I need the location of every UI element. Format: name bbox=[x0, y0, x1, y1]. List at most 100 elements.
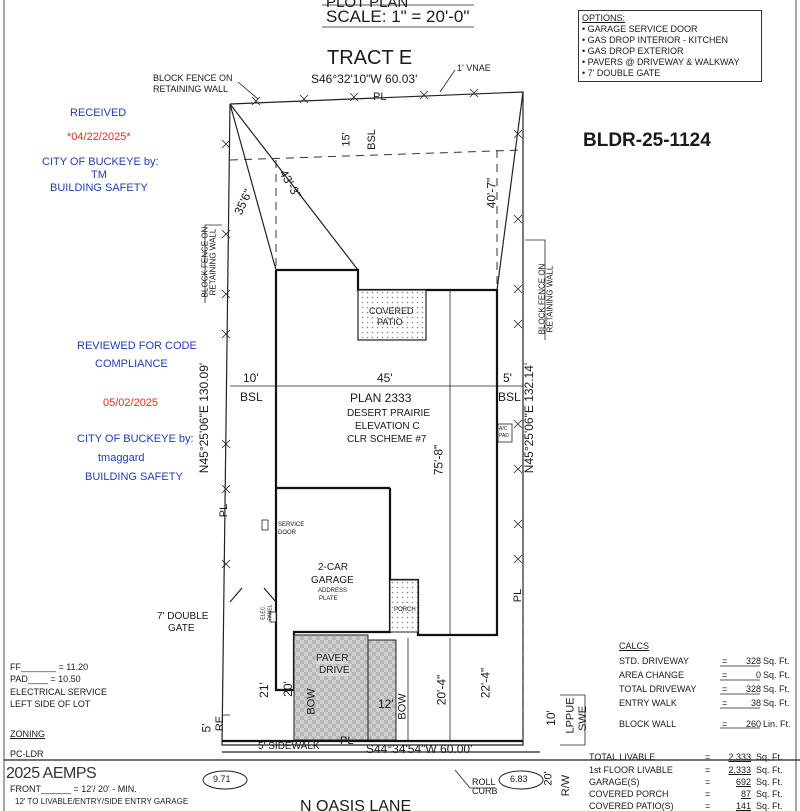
reviewed-stamp-reviewer: tmaggard bbox=[98, 452, 145, 464]
elevation-label: ELEVATION C bbox=[355, 421, 420, 432]
garage-label-2: GARAGE bbox=[311, 575, 354, 586]
ff-note: FF_______ = 11.20 bbox=[10, 662, 89, 672]
front-setback-detail: 12' TO LIVABLE/ENTRY/SIDE ENTRY GARAGE bbox=[15, 797, 189, 806]
elec-panel-label-2: PANEL bbox=[267, 604, 274, 621]
left-bearing: N45°25'06"E 130.09' bbox=[197, 362, 212, 474]
rw-label: R/W bbox=[560, 774, 573, 797]
options-box: OPTIONS: • GARAGE SERVICE DOOR • GAS DRO… bbox=[578, 10, 762, 82]
scheme-label: CLR SCHEME #7 bbox=[347, 434, 427, 445]
area-value: 2,333 bbox=[728, 765, 751, 775]
calc-row: AREA CHANGE bbox=[619, 670, 684, 680]
entry-walk bbox=[367, 639, 397, 741]
paver-drive-label-2: DRIVE bbox=[319, 665, 350, 676]
bsl-right-label: BSL bbox=[498, 390, 521, 404]
house-depth-dim: 75'-8" bbox=[431, 444, 446, 476]
area-unit: Sq. Ft. bbox=[756, 765, 783, 775]
rear-bsl-label: BSL bbox=[365, 129, 378, 150]
porch bbox=[389, 579, 419, 633]
porch-label: PORCH bbox=[394, 607, 416, 613]
covered-patio-label-1: COVERED bbox=[369, 306, 414, 316]
elec-panel-label-1: ELEC. bbox=[260, 605, 267, 620]
calc-label: AREA CHANGE bbox=[619, 670, 685, 680]
calc-row: TOTAL DRIVEWAY bbox=[619, 684, 696, 694]
address-plate-label-1: ADDRESS bbox=[318, 588, 348, 594]
dim-21: 21' bbox=[256, 682, 271, 698]
dim-40-7: 40'-7" bbox=[484, 177, 499, 209]
stamp-year-overlay: 2025 AEMPS bbox=[6, 765, 97, 782]
zoning-heading: ZONING bbox=[10, 729, 45, 739]
paver-drive-label-1: PAVER bbox=[316, 653, 349, 664]
area-unit: Sq. Ft. bbox=[756, 789, 783, 799]
pl-marker-top: PL bbox=[373, 91, 387, 103]
block-fence-left-2: RETAINING WALL bbox=[208, 228, 218, 296]
calc-label: TOTAL DRIVEWAY bbox=[619, 684, 697, 694]
dim-20: 20' bbox=[280, 681, 295, 697]
covered-patio-label-2: PATIO bbox=[377, 317, 403, 327]
received-stamp-date: *04/22/2025* bbox=[67, 131, 131, 143]
calc-value: 328 bbox=[745, 656, 761, 666]
calc-label: ENTRY WALK bbox=[619, 698, 677, 708]
service-door-label-2: DOOR bbox=[278, 530, 296, 536]
electrical-note: ELECTRICAL SERVICE bbox=[10, 687, 108, 697]
ac-pad-label-2: PAD bbox=[499, 433, 509, 439]
calc-row: STD. DRIVEWAY bbox=[619, 656, 689, 666]
covered-patio bbox=[357, 289, 427, 341]
roll-curb-label: ROLL CURB bbox=[472, 777, 498, 796]
calc-eq: = bbox=[705, 777, 711, 787]
calc-label: STD. DRIVEWAY bbox=[619, 656, 690, 666]
calc-unit: Sq. Ft. bbox=[763, 656, 790, 666]
dim-12: 12' bbox=[378, 697, 394, 711]
right-bearing: N45°25'06"E 132.14' bbox=[522, 362, 537, 474]
dim-20-4: 20'-4" bbox=[434, 674, 449, 706]
calc-value: 38 bbox=[750, 698, 761, 708]
double-gate-symbol bbox=[229, 587, 277, 603]
calc-eq: = bbox=[722, 719, 728, 729]
station-right: 6.83 bbox=[510, 774, 528, 784]
bsl-left-label: BSL bbox=[240, 390, 263, 404]
block-fence-top-1: BLOCK FENCE ON bbox=[153, 73, 233, 83]
double-gate-label-2: GATE bbox=[168, 623, 195, 634]
block-fence-top-2: RETAINING WALL bbox=[153, 84, 229, 94]
received-stamp-initials: TM bbox=[91, 169, 107, 181]
calc-row: ENTRY WALK bbox=[619, 698, 677, 708]
front-bearing: S44°34'54"W 60.00' bbox=[366, 742, 473, 756]
area-value: 141 bbox=[735, 801, 751, 811]
area-label: COVERED PATIO(S) bbox=[589, 801, 674, 811]
swe-label: SWE bbox=[577, 705, 590, 732]
calc-eq: = bbox=[705, 752, 711, 762]
calc-value: 328 bbox=[745, 684, 761, 694]
double-gate-label-1: 7' DOUBLE bbox=[157, 611, 209, 622]
block-fence-right-2: RETAINING WALL bbox=[545, 265, 555, 333]
calc-eq: = bbox=[705, 765, 711, 775]
rear-bearing: S46°32'10"W 60.03' bbox=[311, 72, 418, 86]
station-right-oval bbox=[498, 770, 544, 790]
area-label: 1st FLOOR LIVABLE bbox=[589, 765, 673, 775]
calc-eq: = bbox=[722, 656, 728, 666]
option-item: • GARAGE SERVICE DOOR bbox=[582, 24, 698, 34]
house-width-dim: 45' bbox=[377, 371, 393, 385]
side-right-dim: 5' bbox=[503, 371, 512, 385]
calc-eq: = bbox=[722, 684, 728, 694]
received-stamp-dept: BUILDING SAFETY bbox=[50, 182, 148, 194]
street-name: N OASIS LANE bbox=[300, 799, 412, 811]
permit-number: BLDR-25-1124 bbox=[583, 130, 711, 151]
zoning-value: PC-LDR bbox=[10, 749, 44, 759]
bow-right: BOW bbox=[396, 693, 409, 720]
reviewed-stamp-city: CITY OF BUCKEYE by: bbox=[77, 433, 194, 445]
block-wall-value: 260 bbox=[745, 719, 761, 729]
block-wall-unit: Lin. Ft. bbox=[763, 719, 791, 729]
dim-10: 10' bbox=[543, 710, 558, 726]
pl-marker-front: PL bbox=[340, 735, 354, 747]
area-label: COVERED PORCH bbox=[589, 789, 669, 799]
community-name: DESERT PRAIRIE bbox=[347, 408, 430, 419]
plan-name: PLAN 2333 bbox=[350, 391, 412, 405]
ac-pad-label-1: A/C bbox=[499, 426, 508, 432]
calc-unit: Sq. Ft. bbox=[763, 670, 790, 680]
received-stamp-city: CITY OF BUCKEYE by: bbox=[42, 156, 159, 168]
area-unit: Sq. Ft. bbox=[756, 752, 783, 762]
left-fence-marks bbox=[221, 139, 231, 569]
area-value: 2,333 bbox=[728, 752, 751, 762]
plot-plan-title: PLOT PLAN bbox=[326, 0, 409, 11]
service-door-label-1: SERVICE bbox=[278, 522, 305, 528]
